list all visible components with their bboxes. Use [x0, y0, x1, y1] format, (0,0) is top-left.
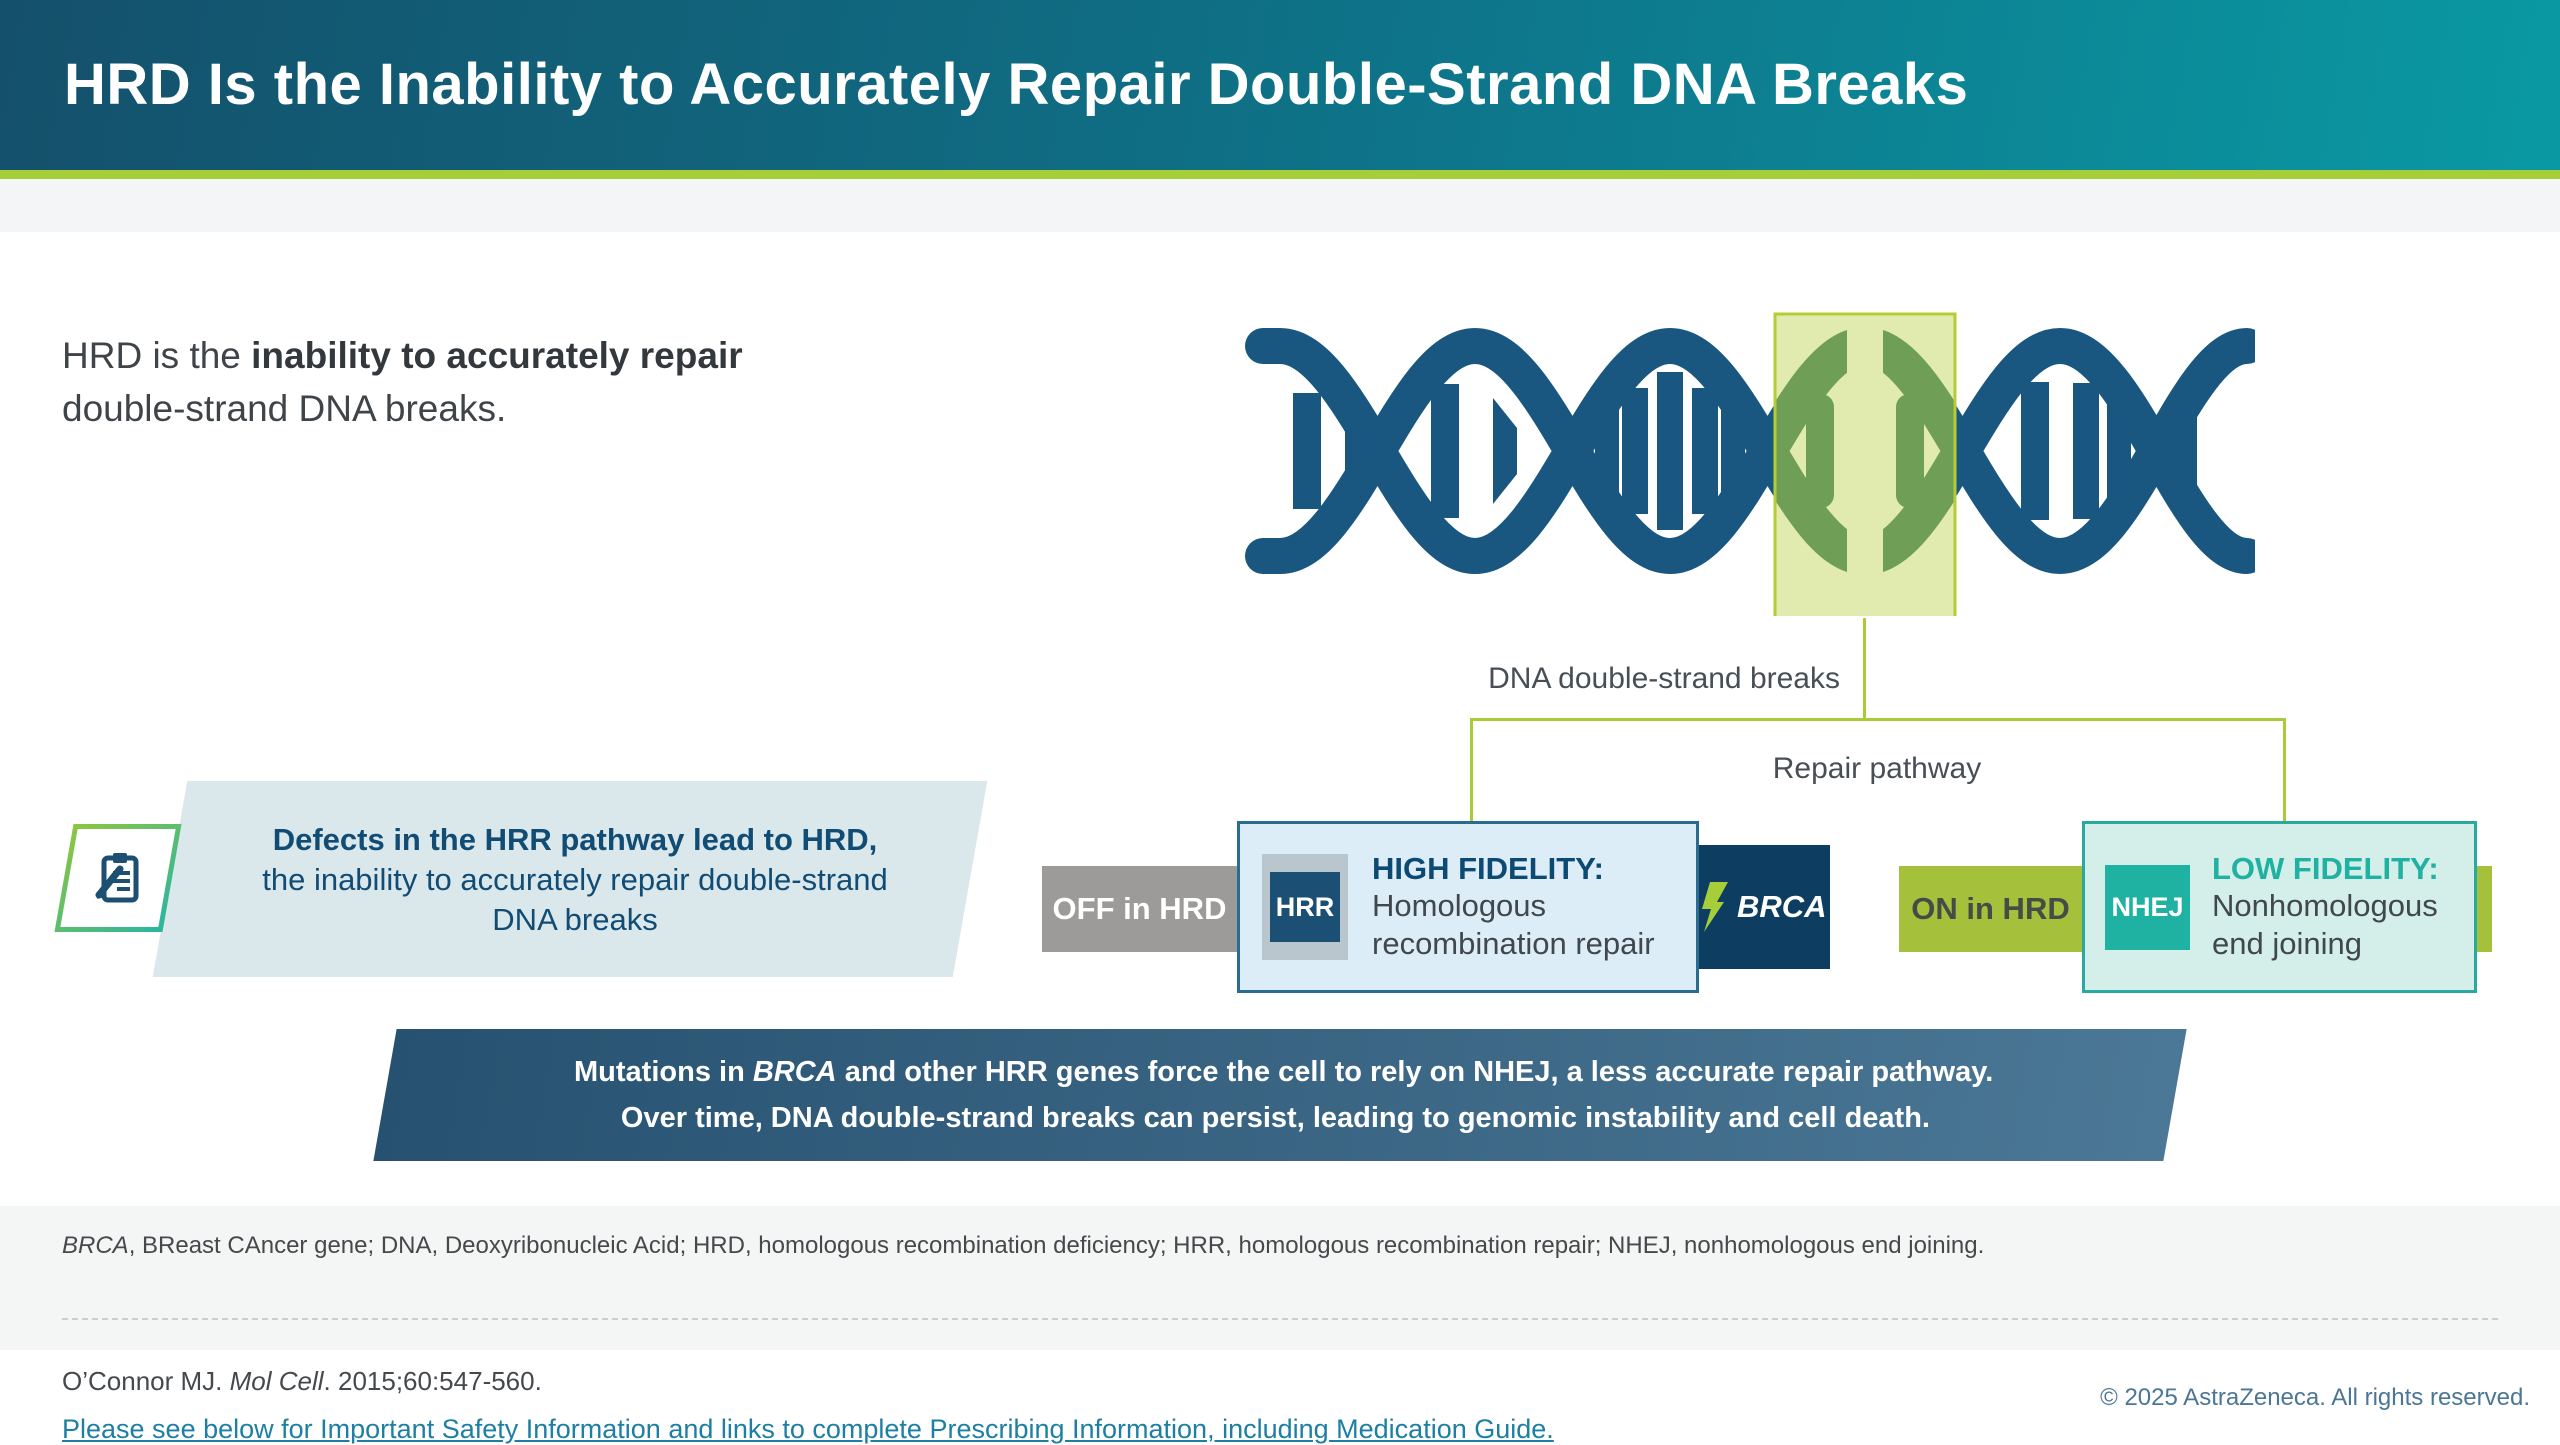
connector-right-drop: [2283, 718, 2286, 821]
hrr-badge-label: HRR: [1270, 872, 1340, 942]
footnote-band: [0, 1206, 2560, 1350]
brca-gene-box: BRCA: [1676, 845, 1830, 969]
banner-l1-pre: Mutations in: [574, 1055, 754, 1088]
reference-post: . 2015;60:547-560.: [323, 1366, 542, 1396]
nhej-badge: NHEJ: [2105, 864, 2190, 950]
page-title: HRD Is the Inability to Accurately Repai…: [64, 52, 1969, 117]
intro-pre: HRD is the: [62, 335, 252, 376]
intro-post: double-strand DNA breaks.: [62, 387, 507, 429]
reference-pre: O’Connor MJ.: [62, 1366, 230, 1396]
dna-breaks-label: DNA double-strand breaks: [1488, 662, 1840, 695]
header-bar: HRD Is the Inability to Accurately Repai…: [0, 0, 2560, 170]
low-fidelity-title: LOW FIDELITY:: [2212, 851, 2439, 887]
safety-information-link[interactable]: Please see below for Important Safety In…: [62, 1414, 1554, 1444]
summary-banner: Mutations in BRCA and other HRR genes fo…: [373, 1029, 2187, 1161]
high-fidelity-box: HRR HIGH FIDELITY: Homologous recombinat…: [1237, 821, 1699, 993]
dna-break-gap: [1847, 314, 1883, 618]
subheader-strip: [0, 179, 2560, 232]
dna-helix-graphic: [1235, 296, 2265, 620]
abbreviations-footnote: BRCA, BReast CAncer gene; DNA, Deoxyribo…: [62, 1232, 2502, 1260]
intro-bold: inability to accurately repair: [251, 335, 743, 376]
callout-rest: the inability to accurately repair doubl…: [262, 862, 888, 937]
connector-left-drop: [1470, 718, 1473, 821]
dashed-separator: [62, 1318, 2498, 1320]
off-in-hrd-tag: OFF in HRD: [1042, 866, 1262, 952]
intro-paragraph: HRD is the inability to accurately repai…: [62, 330, 762, 435]
hrr-blocked-badge: HRR: [1262, 854, 1348, 960]
dna-rungs: [1293, 372, 2197, 530]
lightning-icon: [1702, 882, 1728, 932]
reference-citation: O’Connor MJ. Mol Cell. 2015;60:547-560.: [62, 1366, 542, 1397]
callout-bold: Defects in the HRR pathway lead to HRD,: [272, 822, 878, 858]
footnote-gene: BRCA: [62, 1232, 129, 1259]
clipboard-pencil-icon: [95, 853, 139, 903]
callout-text: Defects in the HRR pathway lead to HRD, …: [190, 795, 960, 965]
connector-dna-stem: [1863, 618, 1866, 718]
brca-gene-label: BRCA: [1737, 889, 1827, 924]
banner-l1-post: and other HRR genes force the cell to re…: [837, 1055, 1994, 1088]
high-fidelity-desc: Homologous recombination repair: [1372, 888, 1655, 961]
reference-journal: Mol Cell: [229, 1366, 324, 1396]
low-fidelity-box: NHEJ LOW FIDELITY: Nonhomologous end joi…: [2082, 821, 2477, 993]
banner-line-2: Over time, DNA double-strand breaks can …: [621, 1102, 1931, 1134]
repair-pathway-label: Repair pathway: [1772, 752, 1982, 785]
header-accent-rule: [0, 170, 2560, 179]
note-frame: [54, 824, 182, 932]
high-fidelity-title: HIGH FIDELITY:: [1372, 851, 1604, 887]
dna-helix-icon: [1245, 312, 2265, 620]
connector-branch-bar: [1470, 718, 2286, 721]
on-in-hrd-label: ON in HRD: [1911, 891, 2070, 926]
banner-l1-gene: BRCA: [753, 1055, 838, 1088]
banner-line-1: Mutations in BRCA and other HRR genes fo…: [574, 1049, 1993, 1095]
low-fidelity-desc: Nonhomologous end joining: [2212, 888, 2438, 961]
copyright-notice: © 2025 AstraZeneca. All rights reserved.: [2100, 1384, 2530, 1411]
footnote-rest: , BReast CAncer gene; DNA, Deoxyribonucl…: [128, 1232, 1985, 1259]
